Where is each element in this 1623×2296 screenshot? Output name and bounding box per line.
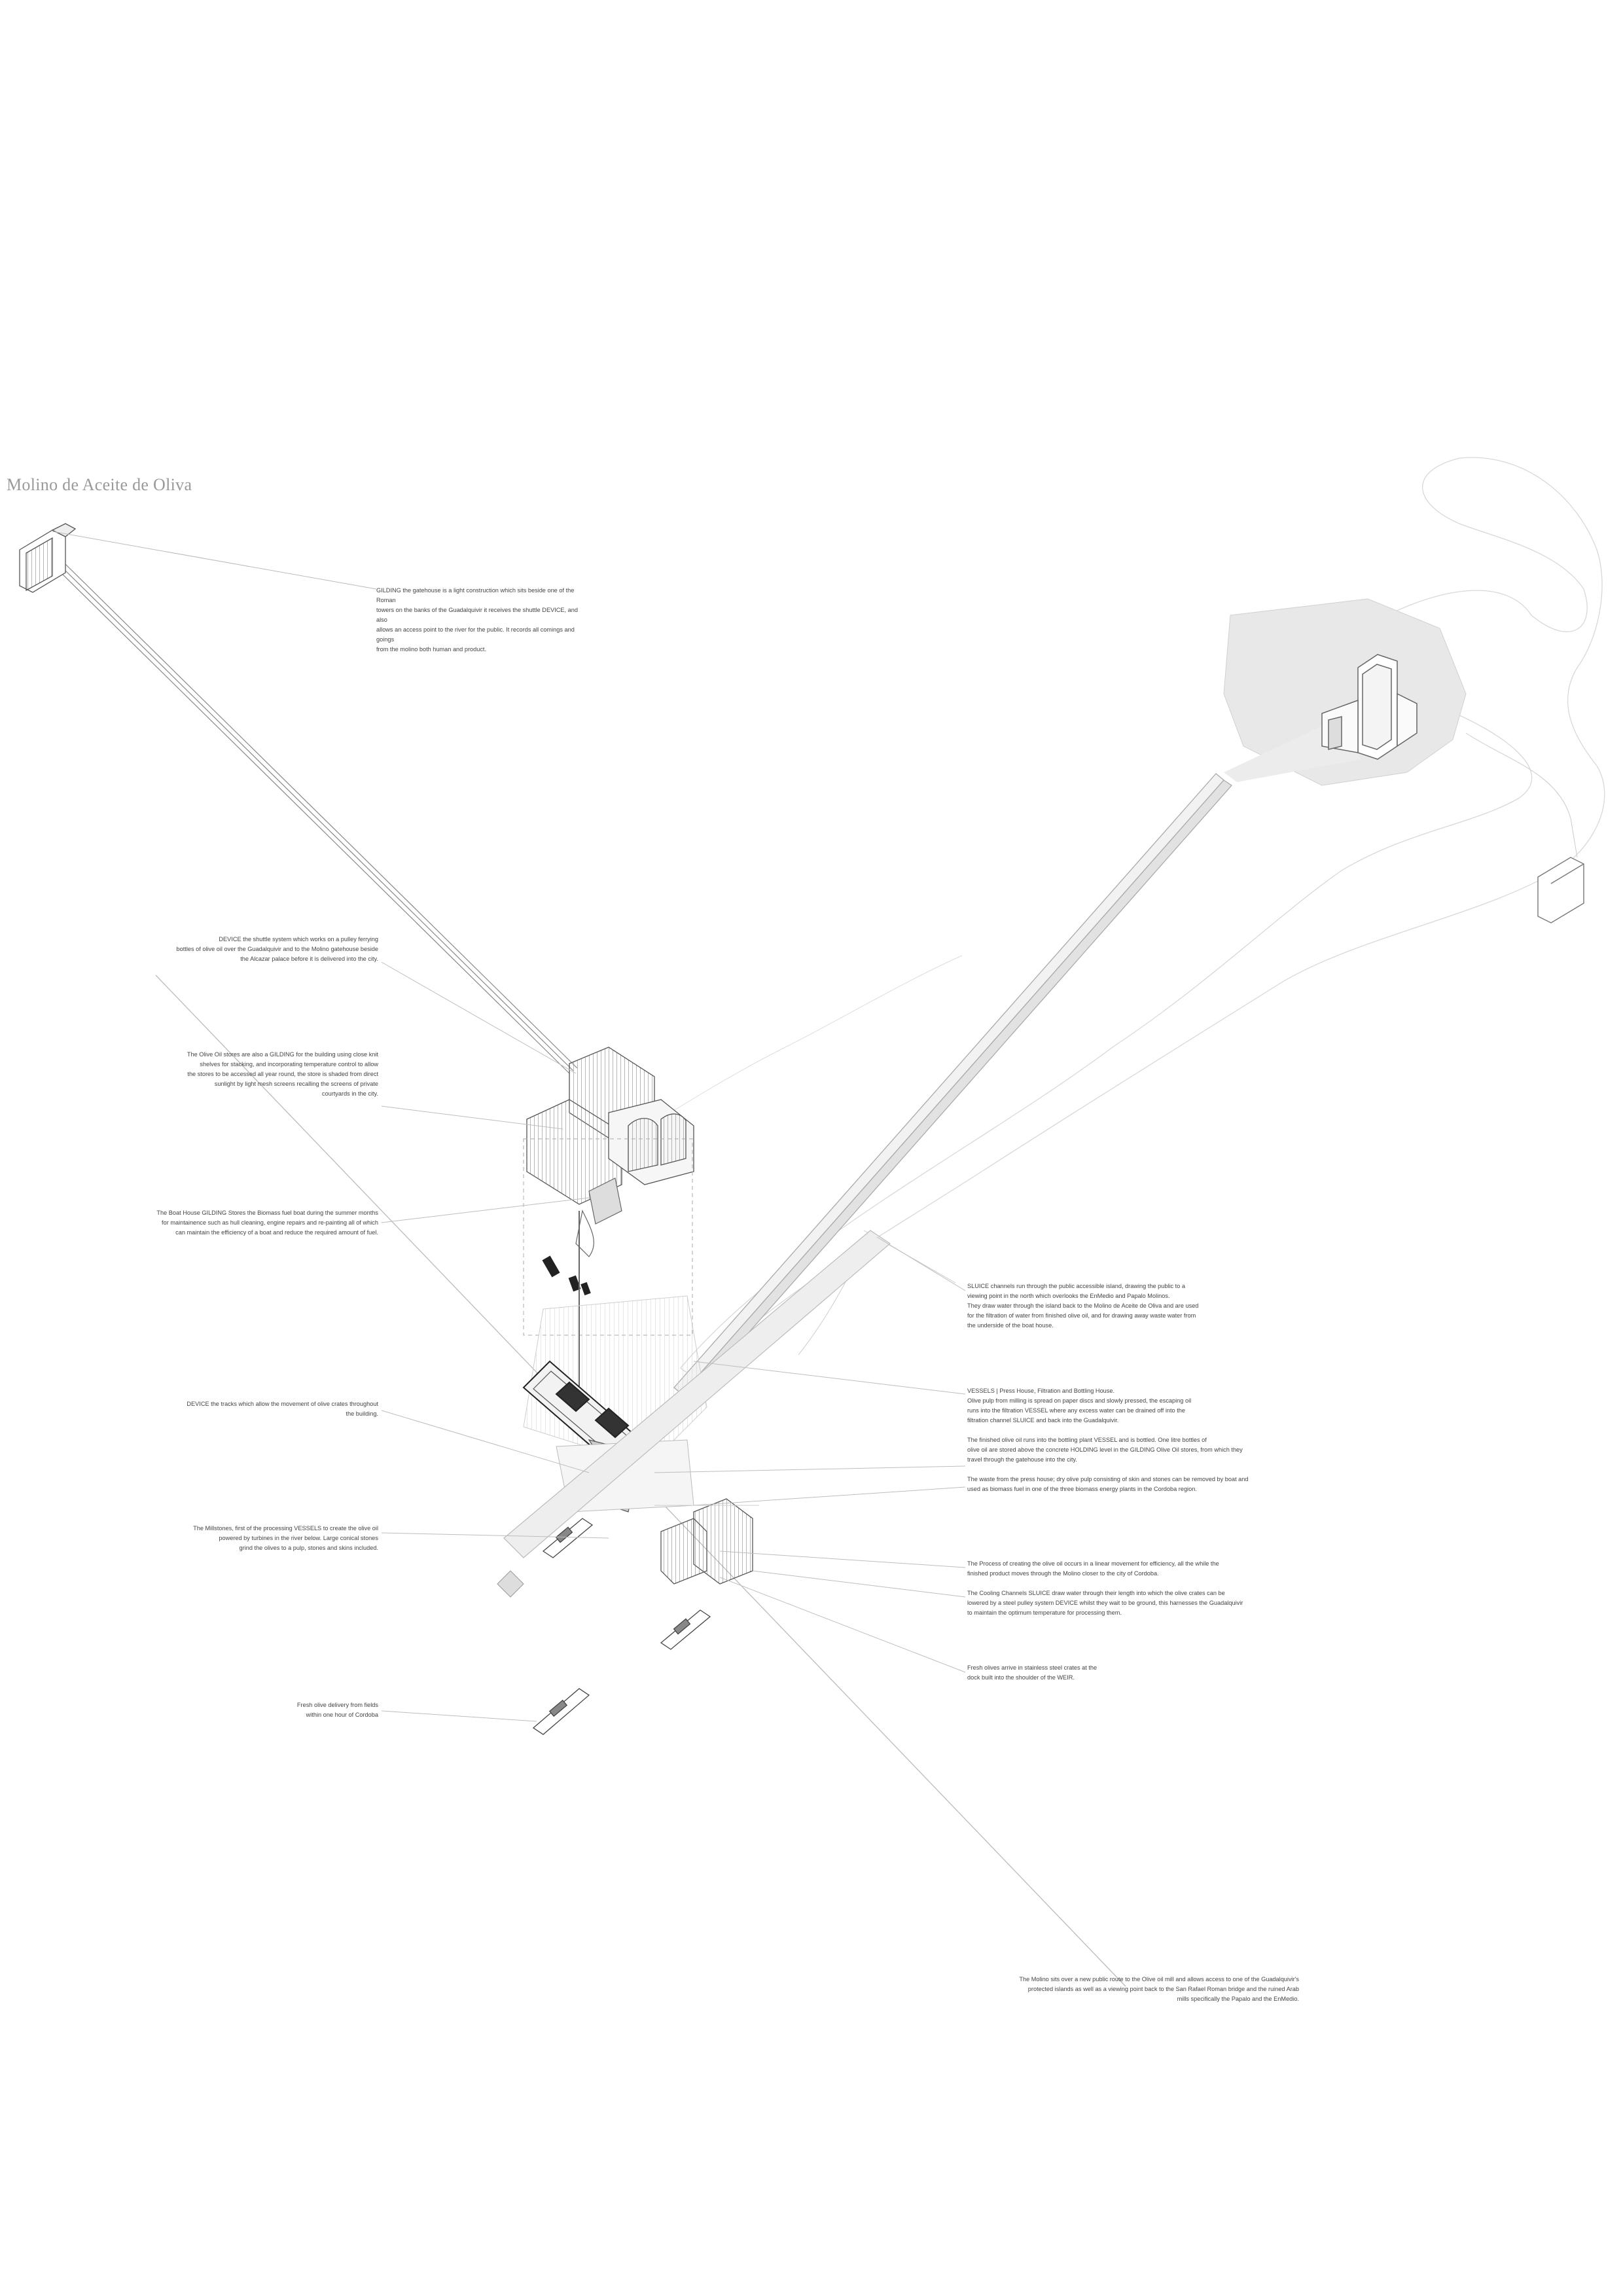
island-outline (680, 457, 1605, 1374)
note-line: to maintain the optimum temperature for … (967, 1609, 1122, 1616)
note-line: The Process of creating the olive oil oc… (967, 1560, 1219, 1567)
note-line: DEVICE the shuttle system which works on… (219, 936, 378, 942)
note-line: for the filtration of water from finishe… (967, 1312, 1196, 1319)
far-right-structure (1537, 857, 1584, 924)
note-line: lowered by a steel pulley system DEVICE … (967, 1600, 1243, 1606)
note-line: runs into the filtration VESSEL where an… (967, 1407, 1185, 1414)
note-line: DEVICE the tracks which allow the moveme… (187, 1401, 378, 1407)
roman-tower (1321, 654, 1418, 760)
note-line: The Molino sits over a new public route … (1019, 1976, 1299, 1982)
note-line: from the molino both human and product. (376, 646, 487, 653)
boat-3 (532, 1688, 590, 1735)
note-line: The waste from the press house; dry oliv… (967, 1476, 1249, 1482)
note-line: viewing point in the north which overloo… (967, 1293, 1170, 1299)
note-line: dock built into the shoulder of the WEIR… (967, 1674, 1075, 1681)
note-line: The Millstones, first of the processing … (193, 1525, 378, 1532)
note-delivery: Fresh olive delivery from fields within … (221, 1700, 378, 1720)
dark-blocks (542, 1255, 591, 1296)
note-line: The Olive Oil stores are also a GILDING … (187, 1051, 378, 1058)
note-line: used as biomass fuel in one of the three… (967, 1486, 1197, 1492)
leader-lines (381, 961, 966, 1722)
note-line: powered by turbines in the river below. … (219, 1535, 378, 1541)
note-line: grind the olives to a pulp, stones and s… (239, 1545, 378, 1551)
note-public-route: The Molino sits over a new public route … (969, 1975, 1299, 2004)
page-title: Molino de Aceite de Oliva (7, 475, 192, 494)
boat-house (575, 1177, 622, 1257)
note-line: sunlight by light mesh screens recalling… (214, 1081, 378, 1087)
note-line: The finished olive oil runs into the bot… (967, 1437, 1207, 1443)
note-line: VESSELS | Press House, Filtration and Bo… (967, 1388, 1115, 1394)
olive-oil-stores (526, 1047, 694, 1205)
note-line: SLUICE channels run through the public a… (967, 1283, 1185, 1289)
note-line: The Cooling Channels SLUICE draw water t… (967, 1590, 1225, 1596)
note-process: The Process of creating the olive oil oc… (967, 1559, 1268, 1618)
note-line: travel through the gatehouse into the ci… (967, 1456, 1077, 1463)
note-line: courtyards in the city. (321, 1090, 378, 1097)
note-millstones: The Millstones, first of the processing … (172, 1524, 378, 1553)
note-line: Olive pulp from milling is spread on pap… (967, 1397, 1192, 1404)
note-line: Fresh olive delivery from fields (296, 1702, 378, 1708)
note-olive-oil-stores: The Olive Oil stores are also a GILDING … (159, 1050, 378, 1099)
note-line: mills specifically the Papalo and the En… (1177, 1996, 1299, 2002)
note-line: the underside of the boat house. (967, 1322, 1054, 1329)
note-line: olive oil are stored above the concrete … (967, 1446, 1243, 1453)
note-line: for maintainence such as hull cleaning, … (162, 1219, 378, 1226)
note-line: the building. (346, 1410, 378, 1417)
shuttle-cable (57, 564, 578, 1074)
note-boat-house: The Boat House GILDING Stores the Biomas… (133, 1208, 378, 1238)
note-line: allows an access point to the river for … (376, 626, 575, 643)
note-line: finished product moves through the Molin… (967, 1570, 1159, 1577)
note-fresh-olives: Fresh olives arrive in stainless steel c… (967, 1663, 1164, 1683)
note-line: They draw water through the island back … (967, 1302, 1199, 1309)
note-line: Fresh olives arrive in stainless steel c… (967, 1664, 1097, 1671)
note-line: towers on the banks of the Guadalquivir … (376, 607, 578, 623)
boat-2 (660, 1609, 711, 1650)
note-line: bottles of olive oil over the Guadalquiv… (176, 946, 379, 952)
note-line: The Boat House GILDING Stores the Biomas… (156, 1210, 378, 1216)
note-line: the stores to be accessed all year round… (187, 1071, 378, 1077)
note-line: shelves for stacking, and incorporating … (200, 1061, 378, 1067)
note-gilding-gatehouse: GILDING the gatehouse is a light constru… (376, 586, 586, 655)
gatehouse (19, 523, 77, 593)
note-line: within one hour of Cordoba (306, 1712, 378, 1718)
note-line: GILDING the gatehouse is a light constru… (376, 587, 575, 603)
note-vessels: VESSELS | Press House, Filtration and Bo… (967, 1386, 1268, 1494)
note-line: protected islands as well as a viewing p… (1027, 1986, 1299, 1992)
cooling-channels (660, 1498, 753, 1585)
weir (503, 1230, 891, 1558)
note-device-shuttle: DEVICE the shuttle system which works on… (159, 935, 379, 964)
note-line: can maintain the efficiency of a boat an… (175, 1229, 378, 1236)
note-line: filtration channel SLUICE and back into … (967, 1417, 1119, 1424)
note-sluice-channels: SLUICE channels run through the public a… (967, 1282, 1262, 1331)
note-device-tracks: DEVICE the tracks which allow the moveme… (172, 1399, 378, 1419)
note-line: the Alcazar palace before it is delivere… (240, 956, 378, 962)
boat-1 (542, 1518, 594, 1558)
